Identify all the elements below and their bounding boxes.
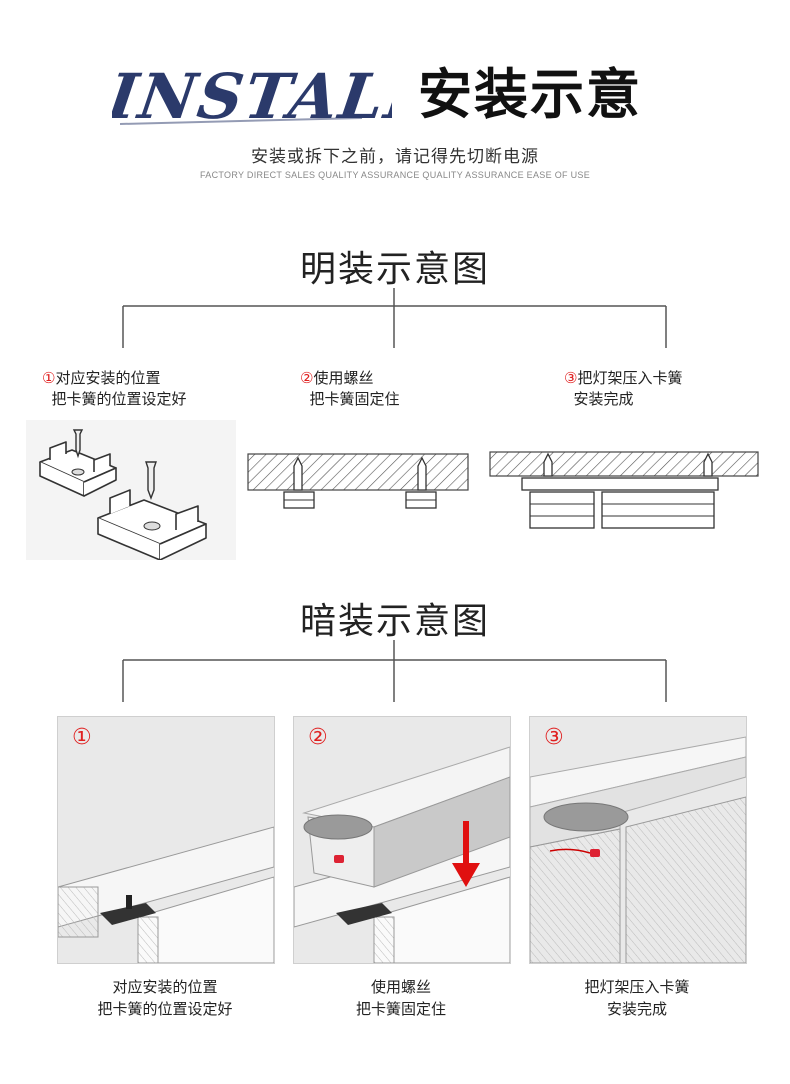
step-number: ② (300, 369, 314, 387)
recessed-mount-bracket-lines (122, 640, 667, 702)
recessed-step-3-panel: ③ (529, 716, 747, 964)
step-number: ③ (564, 369, 578, 387)
install-brush-title: INSTALL (112, 60, 392, 132)
surface-step-3-illustration (489, 451, 759, 529)
recessed-step-2-panel: ② (293, 716, 511, 964)
surface-step-2-illustration (247, 453, 469, 509)
recessed-step-2-caption: 使用螺丝 把卡簧固定住 (355, 978, 446, 1018)
surface-step-1-illustration (26, 420, 236, 560)
step-number: ① (42, 369, 56, 387)
install-title-cn: 安装示意 (418, 63, 642, 126)
power-warning: 安装或拆下之前，请记得先切断电源 (251, 147, 539, 167)
recessed-step-1-panel: ① (57, 716, 275, 964)
recessed-step-1-caption: 对应安装的位置 把卡簧的位置设定好 (97, 978, 233, 1018)
step-number: ③ (544, 725, 564, 750)
recessed-step-3-caption: 把灯架压入卡簧 安装完成 (584, 978, 690, 1018)
surface-step-3-caption: ③把灯架压入卡簧 安装完成 (564, 369, 683, 408)
recessed-step-2-illustration (294, 717, 510, 963)
subtitle-en: FACTORY DIRECT SALES QUALITY ASSURANCE Q… (199, 170, 590, 180)
surface-step-2-caption: ②使用螺丝 把卡簧固定住 (300, 369, 400, 408)
surface-mount-bracket-lines (122, 288, 667, 348)
recessed-step-1-illustration (58, 717, 274, 963)
step-number: ① (72, 725, 92, 750)
surface-mount-title: 明装示意图 (299, 249, 490, 290)
recessed-step-3-illustration (530, 717, 746, 963)
surface-step-1-caption: ①对应安装的位置 把卡簧的位置设定好 (42, 369, 187, 408)
recessed-mount-title: 暗装示意图 (299, 601, 490, 642)
step-number: ② (308, 725, 328, 750)
